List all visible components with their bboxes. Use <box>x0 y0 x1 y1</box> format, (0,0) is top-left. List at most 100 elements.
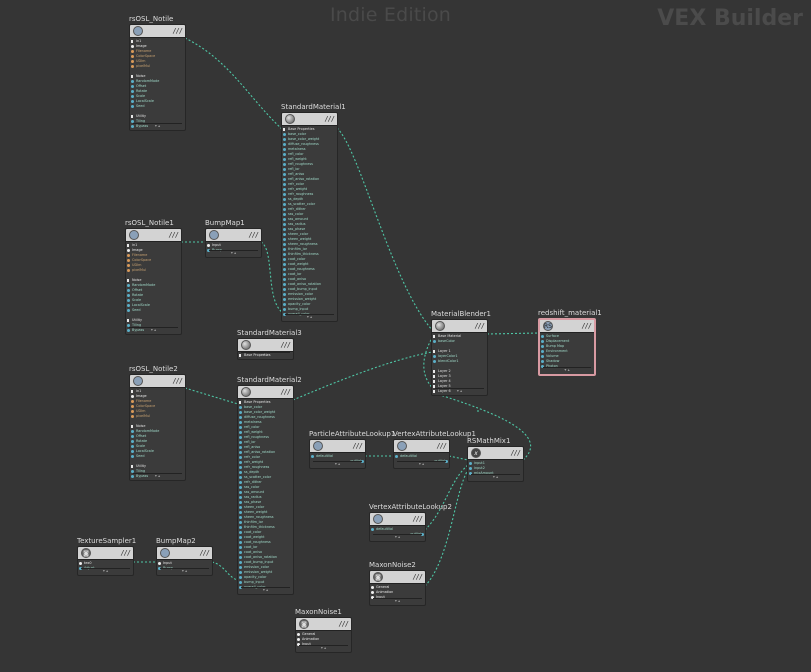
node-header[interactable]: x/// <box>468 447 523 460</box>
port-connector-icon[interactable] <box>433 360 436 364</box>
node-header[interactable]: /// <box>282 113 337 126</box>
input-port[interactable]: baseColor <box>433 339 484 344</box>
node-footer-icon[interactable]: ▾ ▴ <box>241 587 290 592</box>
input-port[interactable]: Noise <box>131 74 182 79</box>
node-label[interactable]: ParticleAttributeLookup1 <box>309 430 396 438</box>
port-connector-icon[interactable] <box>283 153 286 157</box>
input-port[interactable]: Bypass <box>131 124 182 129</box>
input-port[interactable]: diffuse_roughness <box>283 142 334 147</box>
port-connector-icon[interactable] <box>131 50 134 54</box>
input-port[interactable]: refl_color <box>283 152 334 157</box>
port-connector-icon[interactable] <box>131 435 134 439</box>
port-connector-icon[interactable] <box>131 85 134 89</box>
wire-notile2-to-standard2[interactable] <box>184 387 239 405</box>
node-flags-icon[interactable]: /// <box>352 442 363 450</box>
node-footer-icon[interactable]: ▾ ▴ <box>397 461 446 466</box>
wire-notile-to-standard1[interactable] <box>184 37 284 131</box>
port-connector-icon[interactable] <box>131 115 133 119</box>
port-connector-icon[interactable] <box>283 218 286 222</box>
input-port[interactable]: emission_color <box>239 565 290 570</box>
port-connector-icon[interactable] <box>131 55 134 59</box>
input-port[interactable]: Seed <box>131 454 182 459</box>
node-label[interactable]: BumpMap2 <box>156 537 196 545</box>
port-connector-icon[interactable] <box>127 249 130 253</box>
input-port[interactable]: mixAmount <box>469 471 520 476</box>
input-port[interactable]: emission_weight <box>283 297 334 302</box>
port-connector-icon[interactable] <box>127 259 130 263</box>
input-port[interactable]: ColorSpace <box>131 404 182 409</box>
port-connector-icon[interactable] <box>433 355 436 359</box>
port-connector-icon[interactable] <box>283 148 286 152</box>
node-header[interactable]: /// <box>432 320 487 333</box>
port-connector-icon[interactable] <box>127 299 130 303</box>
input-port[interactable]: metalness <box>239 420 290 425</box>
port-connector-icon[interactable] <box>239 456 242 460</box>
input-port[interactable]: Offset <box>127 288 178 293</box>
node-flags-icon[interactable]: /// <box>436 442 447 450</box>
port-connector-icon[interactable] <box>283 233 286 237</box>
input-port[interactable]: refr_weight <box>283 187 334 192</box>
input-port[interactable]: coat_color <box>283 257 334 262</box>
port-connector-icon[interactable] <box>131 65 134 69</box>
port-connector-icon[interactable] <box>371 591 374 595</box>
node-footer-icon[interactable]: ▾ ▴ <box>133 473 182 478</box>
port-connector-icon[interactable] <box>131 405 134 409</box>
port-connector-icon[interactable] <box>239 586 242 590</box>
node-header[interactable]: /// <box>157 547 212 560</box>
port-connector-icon[interactable] <box>469 467 472 471</box>
node-footer-icon[interactable]: ▾ ▴ <box>285 314 334 319</box>
input-port[interactable]: Noise <box>131 424 182 429</box>
input-port[interactable]: coat_color <box>239 530 290 535</box>
input-port[interactable]: sheen_color <box>283 232 334 237</box>
port-connector-icon[interactable] <box>283 203 286 207</box>
input-port[interactable]: sss_radius <box>239 495 290 500</box>
port-connector-icon[interactable] <box>131 60 134 64</box>
port-connector-icon[interactable] <box>541 335 544 339</box>
port-connector-icon[interactable] <box>541 360 544 364</box>
port-connector-icon[interactable] <box>541 345 544 349</box>
port-connector-icon[interactable] <box>283 283 286 287</box>
input-port[interactable]: refr_dither <box>239 480 290 485</box>
port-connector-icon[interactable] <box>131 400 134 404</box>
input-port[interactable]: sheen_roughness <box>239 515 290 520</box>
port-connector-icon[interactable] <box>239 461 242 465</box>
input-port[interactable]: coat_roughness <box>283 267 334 272</box>
input-port[interactable]: coat_weight <box>283 262 334 267</box>
port-connector-icon[interactable] <box>131 470 134 474</box>
input-port[interactable]: pixelMul <box>131 64 182 69</box>
port-connector-icon[interactable] <box>131 95 134 99</box>
node-flags-icon[interactable]: /// <box>412 515 423 523</box>
input-port[interactable]: refr_dither <box>283 207 334 212</box>
port-connector-icon[interactable] <box>127 279 129 283</box>
input-port[interactable]: Layer 4 <box>433 379 484 384</box>
node-flags-icon[interactable]: /// <box>581 322 592 330</box>
input-port[interactable]: Tiling <box>131 119 182 124</box>
port-connector-icon[interactable] <box>283 253 286 257</box>
input-port[interactable]: Base Properties <box>239 353 290 358</box>
input-port[interactable]: Shadow <box>541 359 591 364</box>
input-port[interactable]: coat_bump_input <box>283 287 334 292</box>
port-connector-icon[interactable] <box>395 455 398 459</box>
node-flags-icon[interactable]: /// <box>338 620 349 628</box>
input-port[interactable]: sss_radius <box>283 222 334 227</box>
input-port[interactable]: Input <box>297 642 348 647</box>
input-port[interactable]: thinfilm_thickness <box>283 252 334 257</box>
input-port[interactable]: sheen_roughness <box>283 242 334 247</box>
port-connector-icon[interactable] <box>131 125 134 129</box>
port-connector-icon[interactable] <box>283 293 286 297</box>
node-footer-icon[interactable]: ▾ ▴ <box>209 250 258 255</box>
port-connector-icon[interactable] <box>239 571 242 575</box>
input-port[interactable]: coat_ior <box>239 545 290 550</box>
input-port[interactable]: base_color <box>283 132 334 137</box>
input-port[interactable]: Offset <box>131 84 182 89</box>
input-port[interactable]: General <box>297 632 348 637</box>
node-flags-icon[interactable]: /// <box>324 115 335 123</box>
input-port[interactable]: refl_roughness <box>239 435 290 440</box>
node-label[interactable]: RSMathMix1 <box>467 437 511 445</box>
port-connector-icon[interactable] <box>239 521 242 525</box>
port-connector-icon[interactable] <box>239 526 242 530</box>
input-port[interactable]: Volume <box>541 354 591 359</box>
port-connector-icon[interactable] <box>127 289 130 293</box>
